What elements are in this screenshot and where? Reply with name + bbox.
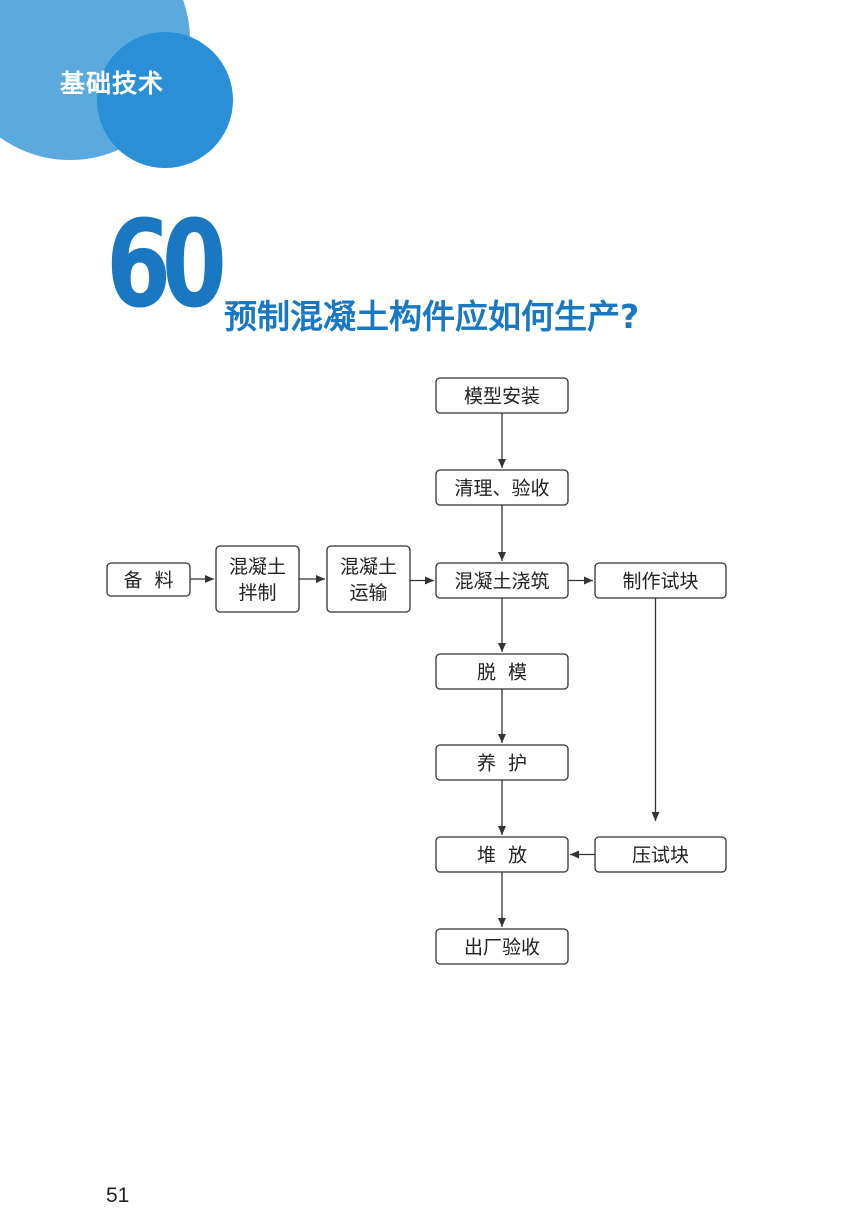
flow-node-box [106, 562, 191, 597]
flow-node-prep: 备 料 [106, 562, 191, 597]
flow-node-stack: 堆 放 [435, 836, 569, 873]
flow-node-label: 制作试块 [622, 571, 698, 593]
flow-node-label: 堆 放 [477, 845, 527, 867]
flow-node-label: 脱 模 [477, 662, 527, 684]
flow-node-box [435, 744, 569, 781]
flow-node-box [594, 836, 727, 873]
flow-node-label: 清理、验收 [454, 478, 549, 500]
bubble-small [97, 32, 233, 168]
flow-node-box [594, 562, 727, 599]
flow-node-ship: 出厂验收 [435, 928, 569, 965]
flow-node-label: 拌制 [238, 582, 276, 604]
flow-node-compress: 压试块 [594, 836, 727, 873]
flow-node-cure: 养 护 [435, 744, 569, 781]
flow-node-demold: 脱 模 [435, 653, 569, 690]
flow-node-box [435, 836, 569, 873]
section-label: 基础技术 [60, 69, 165, 98]
flow-node-box [435, 469, 569, 506]
flow-node-box [435, 653, 569, 690]
flow-node-label: 养 护 [477, 753, 527, 775]
question-title: 预制混凝土构件应如何生产? [224, 297, 640, 336]
flow-node-label: 运输 [349, 582, 387, 604]
header-bubble-decoration [0, 0, 233, 168]
flow-node-label: 出厂验收 [464, 937, 540, 959]
flow-node-label: 模型安装 [464, 386, 540, 408]
flow-node-specimen: 制作试块 [594, 562, 727, 599]
flow-node-label: 备 料 [123, 570, 173, 592]
flow-node-label: 混凝土 [229, 556, 286, 578]
flow-node-clean: 清理、验收 [435, 469, 569, 506]
flow-node-pour: 混凝土浇筑 [435, 562, 569, 599]
flow-node-box [435, 562, 569, 599]
flow-node-box [215, 545, 300, 613]
flow-node-label: 混凝土 [340, 556, 397, 578]
question-number: 60 [106, 196, 227, 335]
flow-node-box [326, 545, 411, 613]
flow-node-box [435, 377, 569, 414]
page-number: 51 [106, 1184, 130, 1207]
flow-node-box [435, 928, 569, 965]
flow-node-mold: 模型安装 [435, 377, 569, 414]
flow-node-label: 混凝土浇筑 [454, 571, 549, 593]
flow-node-label: 压试块 [632, 845, 689, 867]
